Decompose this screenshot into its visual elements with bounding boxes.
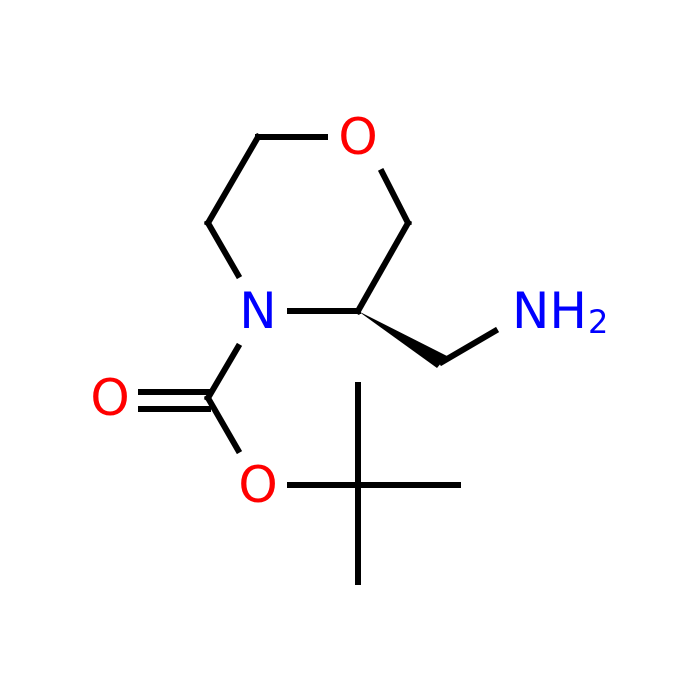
carbonyl-oxygen-label: O	[90, 369, 129, 427]
bond-c5-c6	[203, 132, 263, 228]
bond-carbonyl-ester-o	[203, 393, 243, 455]
ester-oxygen-label: O	[238, 456, 277, 514]
bond-n4-carbonyl	[203, 342, 243, 403]
amine-label: NH	[512, 282, 587, 340]
boc-group	[138, 342, 461, 585]
amine-subscript: 2	[588, 303, 608, 341]
bond-ch2-nh2	[437, 326, 500, 367]
ring-oxygen-label: O	[338, 108, 377, 166]
bond-o1-c2	[377, 167, 413, 228]
bond-n4-c5	[203, 218, 243, 280]
stereo-wedge-bond	[358, 311, 447, 368]
ring-nitrogen-label: N	[239, 282, 276, 340]
morpholine-ring	[203, 132, 413, 316]
bond-c2-c3	[353, 218, 413, 316]
